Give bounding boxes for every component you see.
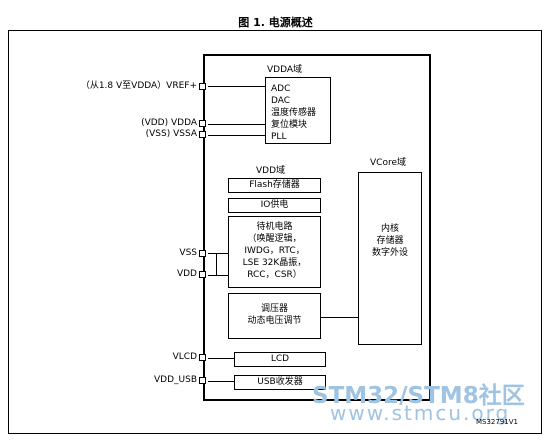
pin-label-vlcd: VLCD [172, 352, 197, 362]
standby-line: IWDG，RTC， [244, 246, 305, 256]
connector-line [208, 124, 265, 125]
vcore-line: 存储器 [376, 236, 404, 246]
vdda-domain-label: VDDA域 [267, 65, 303, 75]
vdda-item-pll: PLL [271, 132, 287, 142]
regulator-line: 动态电压调节 [247, 316, 302, 326]
vdda-item-temp-sensor: 温度传感器 [271, 108, 317, 118]
flash-memory-box: Flash存储器 [228, 178, 321, 193]
pin-vdd [199, 271, 206, 278]
pin-label-vdd-usb: VDD_USB [154, 375, 197, 385]
regulator-box: 调压器 动态电压调节 [228, 293, 321, 339]
lcd-box: LCD [234, 352, 326, 367]
figure-id: MS32791V1 [476, 418, 518, 426]
vdd-domain-label: VDD域 [256, 166, 286, 176]
connector-line [208, 86, 265, 87]
connector-line [321, 317, 358, 318]
pin-vref [199, 83, 206, 90]
connector-line [208, 135, 265, 136]
connector-line [208, 381, 234, 382]
vdda-item-dac: DAC [271, 96, 291, 106]
standby-circuit-box: 待机电路 （唤醒逻辑， IWDG，RTC， LSE 32K晶振， RCC，CSR… [228, 216, 321, 288]
pin-label-vssa: (VSS) VSSA [145, 129, 197, 139]
connector-line [208, 275, 228, 276]
vdda-domain-box [265, 77, 331, 144]
pin-vdda [199, 120, 206, 127]
chip-outline [203, 54, 431, 401]
vdda-item-adc: ADC [271, 84, 291, 94]
diagram-frame [8, 30, 542, 434]
vcore-line: 数字外设 [371, 248, 408, 258]
vcore-domain-label: VCore域 [370, 158, 406, 168]
pin-vlcd [199, 354, 206, 361]
watermark-url: www.stmcu.org [330, 401, 511, 425]
pin-label-vref: （从1.8 V至VDDA）VREF+ [80, 81, 197, 91]
vdda-item-reset: 复位模块 [271, 120, 308, 130]
regulator-line: 调压器 [260, 304, 288, 314]
connector-line [216, 253, 217, 276]
pin-vdd-usb [199, 377, 206, 384]
vcore-domain-box: 内核 存储器 数字外设 [358, 172, 422, 345]
standby-line: LSE 32K晶振， [242, 258, 307, 268]
standby-line: 待机电路 [256, 222, 293, 232]
pin-label-vdda: (VDD) VDDA [141, 118, 197, 128]
pin-vssa [199, 131, 206, 138]
standby-line: （唤醒逻辑， [247, 234, 302, 244]
standby-line: RCC，CSR） [247, 270, 302, 280]
pin-label-vss: VSS [179, 248, 197, 258]
io-supply-box: IO供电 [228, 198, 321, 213]
vcore-line: 内核 [380, 224, 399, 234]
usb-transceiver-box: USB收发器 [234, 375, 326, 390]
pin-vss [199, 250, 206, 257]
watermark-title: STM32/STM8社区 [312, 383, 525, 409]
connector-line [208, 253, 228, 254]
figure-title: 图 1. 电源概述 [238, 16, 313, 29]
connector-line [208, 358, 234, 359]
pin-label-vdd: VDD [176, 269, 197, 279]
